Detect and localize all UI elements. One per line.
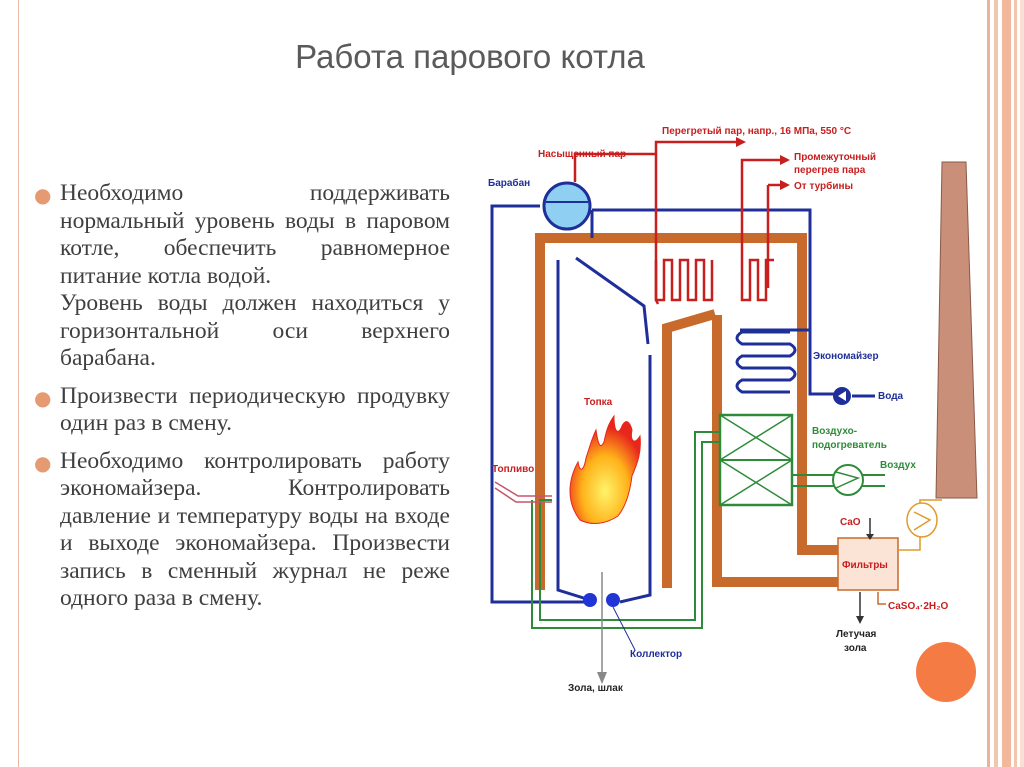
label-air-heater-1: Воздухо- xyxy=(812,426,857,437)
bullet-text: Произвести периодическую продувку один р… xyxy=(60,382,450,437)
air-heater xyxy=(718,413,794,507)
flame-icon xyxy=(569,414,641,524)
bullet-list: ● Необходимо поддерживать нормальный уров… xyxy=(34,180,450,623)
steam-arrow-icon xyxy=(780,180,790,190)
economizer-coil xyxy=(735,330,797,394)
label-air: Воздух xyxy=(880,460,916,471)
label-reheat-2: перегрев пара xyxy=(794,165,866,176)
label-furnace: Топка xyxy=(584,397,613,408)
bullet-marker-icon: ● xyxy=(34,183,52,207)
label-saturated-steam: Насыщенный пар xyxy=(538,149,626,160)
slide-frame xyxy=(18,0,980,767)
label-fuel: Топливо xyxy=(492,464,534,475)
label-water: Вода xyxy=(878,391,904,402)
label-reheat-1: Промежуточный xyxy=(794,152,876,163)
slide-border-stripes xyxy=(985,0,1024,767)
fuel-pipes xyxy=(494,481,552,503)
label-caso4: CaSO₄·2H₂O xyxy=(888,601,949,612)
ash-arrow-icon xyxy=(597,672,607,684)
chimney xyxy=(935,161,978,499)
bullet-item: ● Необходимо поддерживать нормальный уров… xyxy=(34,180,450,373)
exhaust-fan-icon xyxy=(906,502,938,538)
steam-arrow-icon xyxy=(780,155,790,165)
label-fly-ash-1: Летучая xyxy=(836,629,877,640)
air-fan-icon xyxy=(832,464,864,496)
label-cao: CaO xyxy=(840,517,861,528)
bullet-item: ● Необходимо контролировать работу эконом… xyxy=(34,448,450,613)
decorative-circle xyxy=(916,642,976,702)
slide-title: Работа парового котла xyxy=(295,38,645,75)
superheater-coil xyxy=(654,258,714,302)
boiler-diagram: Перегретый пар, напр., 16 МПа, 550 °С На… xyxy=(488,126,978,694)
label-fly-ash-2: зола xyxy=(844,643,867,654)
bullet-text: Необходимо контролировать работу эконома… xyxy=(60,447,450,612)
filters-box xyxy=(837,537,899,591)
collector xyxy=(583,593,597,607)
bullet-marker-icon: ● xyxy=(34,450,52,475)
bullet-marker-icon: ● xyxy=(34,385,52,410)
label-superheated-steam: Перегретый пар, напр., 16 МПа, 550 °С xyxy=(662,126,851,137)
steam-arrow-icon xyxy=(736,137,746,147)
bullet-text: Необходимо поддерживать нормальный урове… xyxy=(60,180,450,371)
reheater-coil xyxy=(740,170,774,302)
bullet-item: ● Произвести периодическую продувку один … xyxy=(34,383,450,438)
label-drum: Барабан xyxy=(488,177,530,189)
collector xyxy=(606,593,620,607)
flue-gas-duct xyxy=(535,233,852,590)
air-ducts xyxy=(531,431,885,629)
label-collector: Коллектор xyxy=(630,649,682,660)
label-from-turbine: От турбины xyxy=(794,180,853,192)
drum xyxy=(542,181,592,231)
label-air-heater-2: подогреватель xyxy=(812,440,887,451)
label-filters: Фильтры xyxy=(842,560,888,571)
label-economizer: Экономайзер xyxy=(813,351,879,362)
label-ash-slag: Зола, шлак xyxy=(568,683,624,694)
